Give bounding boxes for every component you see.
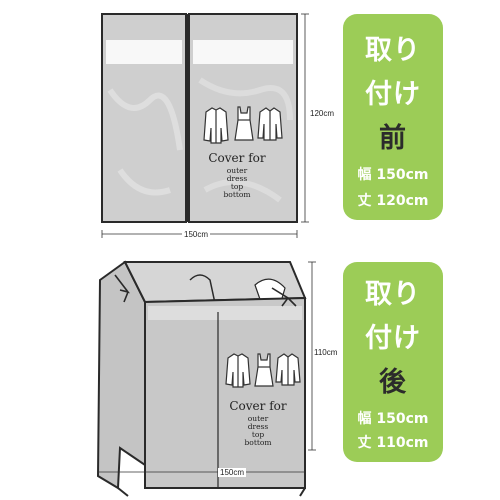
width-dimension-label: 150cm bbox=[218, 468, 247, 477]
panel-line-2: 付け bbox=[365, 323, 421, 354]
width-spec-label: 幅 150cm bbox=[357, 411, 429, 427]
panel-line-1: 取り bbox=[365, 279, 421, 310]
installed-cover-illustration: Cover for outer dress top bottom bbox=[96, 260, 316, 497]
cover-print-heading: Cover for bbox=[208, 151, 266, 165]
cover-print-item: bottom bbox=[224, 190, 251, 199]
cover-print-item: outer bbox=[248, 414, 269, 423]
cover-side-panel bbox=[96, 260, 146, 490]
coat-icon bbox=[225, 353, 251, 388]
cover-print-item: dress bbox=[248, 422, 269, 431]
height-dimension-label: 110cm bbox=[314, 348, 338, 357]
cover-print-item: dress bbox=[227, 174, 248, 183]
before-spec-panel: 取り 付け 前 幅 150cm 丈 120cm bbox=[343, 14, 443, 220]
dress-icon bbox=[254, 353, 274, 387]
panel-line-1: 取り bbox=[365, 35, 421, 66]
panel-label-before: 前 bbox=[379, 123, 407, 154]
cover-print-item: top bbox=[231, 182, 244, 191]
shirt-icon bbox=[257, 107, 283, 141]
panel-label-after: 後 bbox=[379, 367, 407, 398]
cover-print-item: outer bbox=[227, 166, 248, 175]
width-spec-label: 幅 150cm bbox=[357, 167, 429, 183]
cover-print-item: bottom bbox=[245, 438, 272, 447]
cover-print-item: top bbox=[252, 430, 265, 439]
cover-front-panel bbox=[144, 296, 306, 489]
panel-line-2: 付け bbox=[365, 79, 421, 110]
height-dimension-line bbox=[301, 13, 309, 223]
height-dimension-label: 120cm bbox=[310, 109, 335, 118]
shirt-icon bbox=[275, 353, 301, 386]
height-spec-label: 丈 110cm bbox=[357, 435, 429, 451]
coat-icon bbox=[203, 107, 229, 144]
flat-cover-illustration: Cover for outer dress top bottom bbox=[101, 13, 309, 238]
height-spec-label: 丈 120cm bbox=[357, 193, 429, 209]
dress-icon bbox=[234, 106, 254, 141]
after-spec-panel: 取り 付け 後 幅 150cm 丈 110cm bbox=[343, 262, 443, 462]
width-dimension-label: 150cm bbox=[182, 230, 211, 239]
cover-print-heading: Cover for bbox=[229, 399, 287, 413]
height-dimension-line bbox=[308, 261, 316, 451]
